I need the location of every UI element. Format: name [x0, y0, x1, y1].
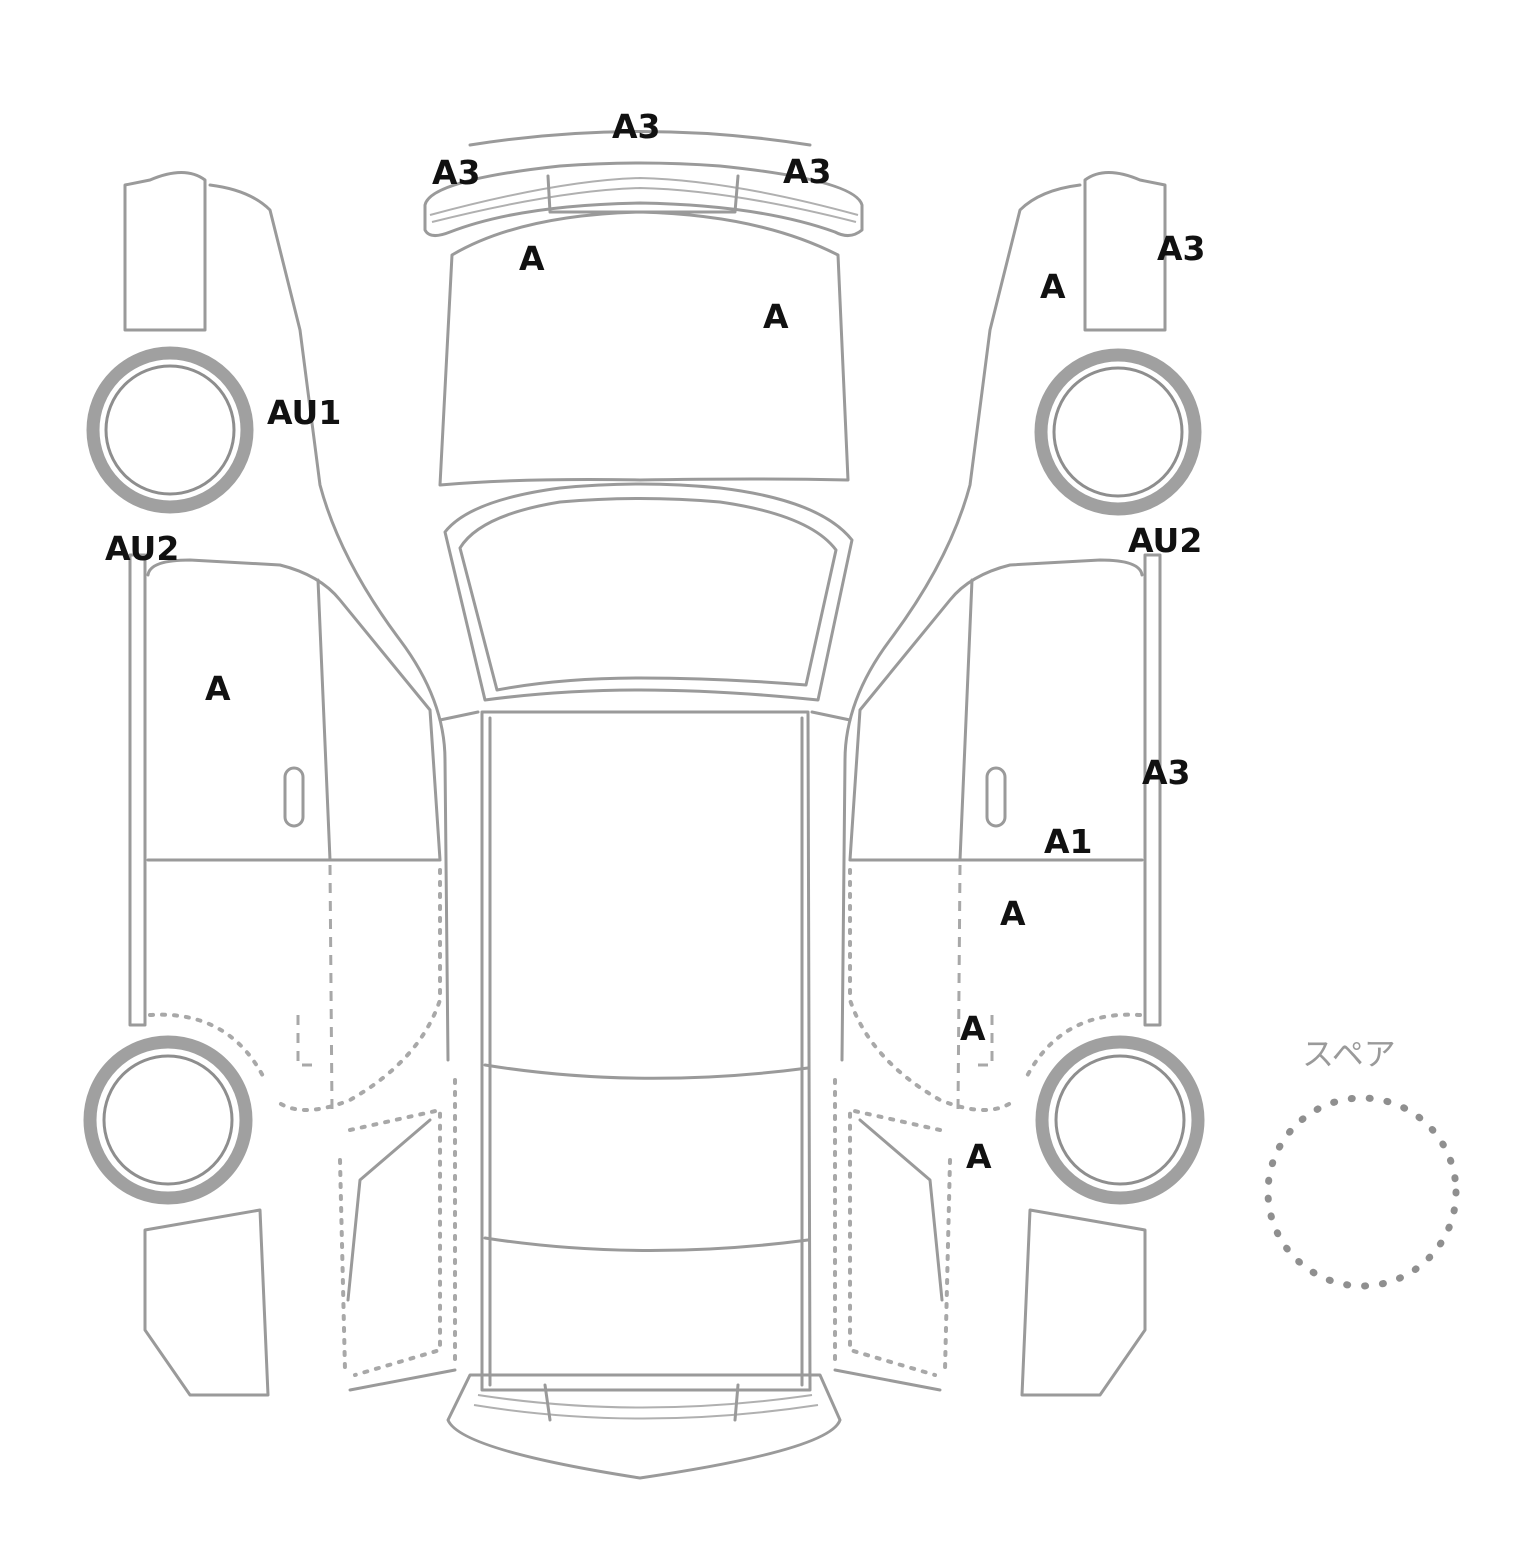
left-rear-tire	[83, 1035, 253, 1205]
right-rear-tire	[1035, 1035, 1205, 1205]
front-bumper	[423, 161, 864, 237]
mark-front-bumper-left: A3	[432, 153, 481, 192]
spare-label: スペア	[1302, 1035, 1396, 1073]
mark-right-rocker: A	[960, 1009, 986, 1048]
hood	[438, 210, 850, 487]
mark-front-bumper-center: A3	[612, 107, 661, 146]
right-side-view	[833, 171, 1205, 1397]
mark-front-bumper-right: A3	[783, 152, 832, 191]
mark-hood-right: A	[763, 297, 789, 336]
mark-right-front-door-lower: A1	[1044, 822, 1093, 861]
left-front-tire	[86, 346, 254, 514]
mark-right-front-fender: A	[1040, 267, 1066, 306]
mark-left-front-door: A	[205, 669, 231, 708]
rear-bumper	[446, 1373, 842, 1480]
mark-left-front-pillar: AU2	[105, 529, 180, 568]
mark-right-rear-quarter: A	[966, 1137, 992, 1176]
spare-tire	[1264, 1094, 1460, 1290]
right-front-tire	[1034, 348, 1202, 516]
top-view	[423, 130, 864, 1480]
mark-right-front-door-edge: A3	[1142, 753, 1191, 792]
roof	[480, 710, 812, 1392]
mark-hood-left: A	[519, 239, 545, 278]
windshield	[443, 482, 854, 702]
mark-right-rear-door: A	[1000, 894, 1026, 933]
mark-right-front-bumper-corner: A3	[1157, 229, 1206, 268]
mark-right-front-pillar: AU2	[1128, 521, 1203, 560]
left-side-view	[83, 171, 457, 1397]
mark-left-front-fender: AU1	[267, 393, 342, 432]
